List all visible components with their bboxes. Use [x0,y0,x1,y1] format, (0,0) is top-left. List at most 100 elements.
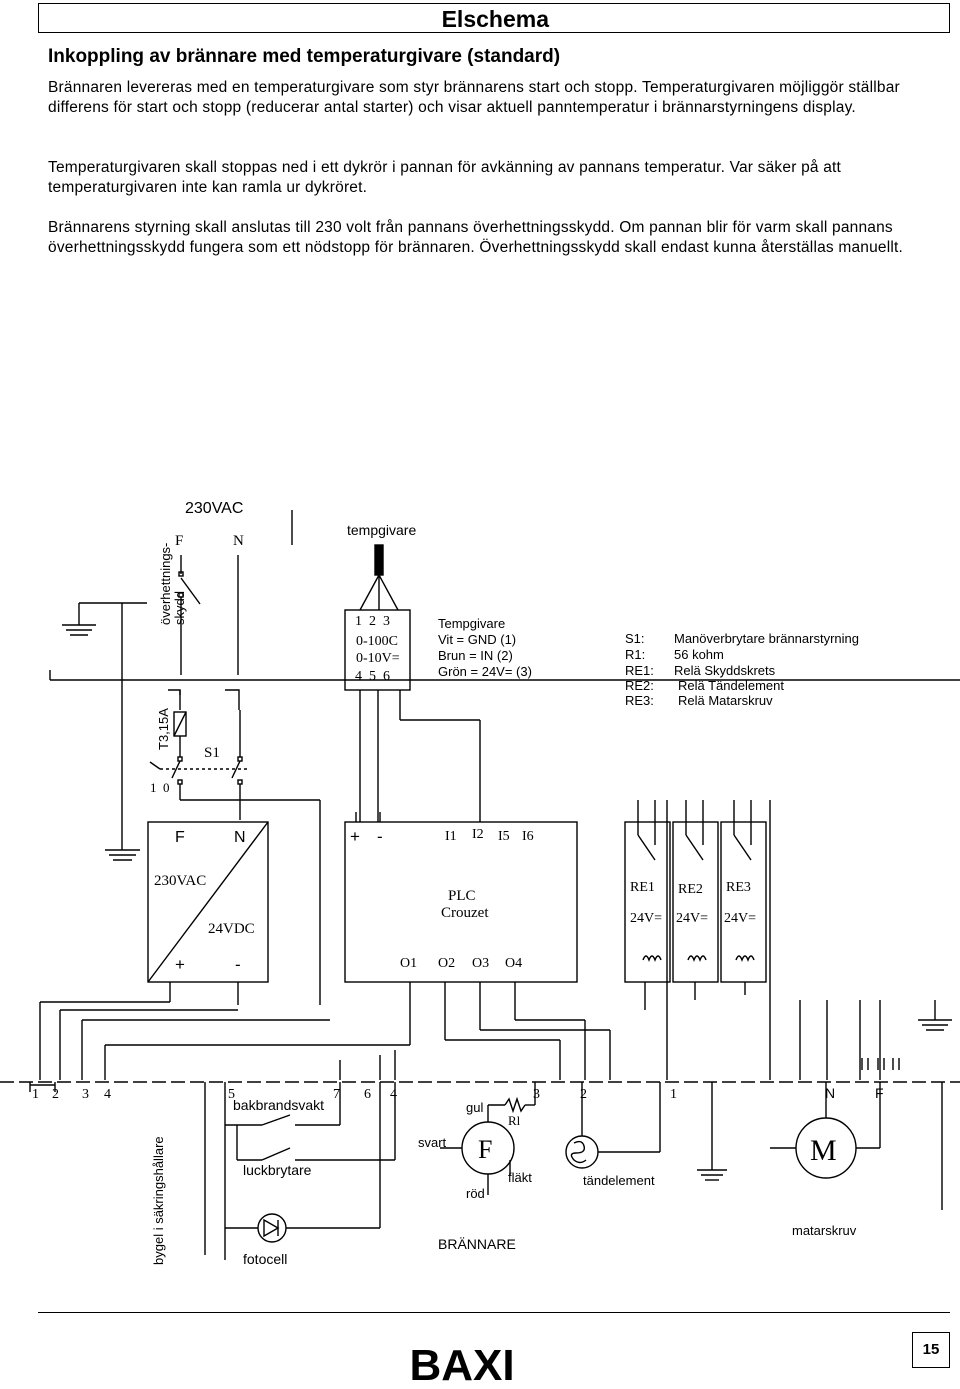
relay-re1-voltage: 24V= [630,911,662,926]
connector-symbols [861,1058,900,1070]
fuse [173,711,187,737]
relay-re2-label: RE2 [678,882,703,897]
psu-n-label: N [234,829,246,846]
svg-text:6: 6 [364,1087,371,1102]
jumper-bridge [29,1082,56,1092]
svg-text:RE3:: RE3: [625,693,654,708]
svg-text:4: 4 [104,1087,111,1102]
page-number: 15 [922,1341,940,1358]
sensor-terminals-top: 1 2 3 [355,614,390,629]
motor-label: matarskruv [792,1223,857,1238]
door-switch [236,1082,396,1161]
fan-label: fläkt [508,1170,532,1185]
plc-name: PLC [448,888,476,904]
svg-text:1: 1 [32,1087,39,1102]
plc-input-i1: I1 [445,829,457,844]
ground-symbol-burner [697,1082,727,1181]
relay-re3-label: RE3 [726,880,751,895]
power-supply-unit [147,821,269,983]
paragraph-2: Temperaturgivaren skall stoppas ned i et… [48,159,842,196]
plc-plus-label: + [350,827,360,846]
svg-text:Vit = GND (1): Vit = GND (1) [438,632,516,647]
fan-symbol: F [478,1135,492,1164]
plc-output-o4: O4 [505,956,522,971]
svg-text:R1:: R1: [625,647,645,662]
relay-re1-label: RE1 [630,880,655,895]
page-title: Elschema [441,6,549,32]
supply-label: 230VAC [185,500,243,517]
terminal-numbers: 1 2 3 4 5 7 6 4 3 2 1 N F [32,1085,884,1102]
plc-input-i5: I5 [498,829,510,844]
overheat-label-line1: överhettnings- [158,543,173,625]
paragraph-3: Brännarens styrning skall anslutas till … [48,219,904,256]
svg-text:RE2:: RE2: [625,678,654,693]
ground-symbol-top-left [62,602,147,636]
svg-text:F: F [875,1085,884,1101]
control-wiring [39,800,881,1080]
svg-text:Relä Tändelement: Relä Tändelement [678,678,784,693]
switch-pos-1: 1 [150,780,157,795]
sensor-terminals-bottom: 4 5 6 [355,669,390,684]
burnback-label: bakbrandsvakt [233,1097,324,1113]
svg-text:1: 1 [670,1087,677,1102]
burner-label: BRÄNNARE [438,1236,516,1252]
supply-terminals [168,689,240,710]
plc-brand: Crouzet [441,905,489,921]
svg-text:Relä Matarskruv: Relä Matarskruv [678,693,773,708]
section-title: Inkoppling av brännare med temperaturgiv… [48,46,561,67]
door-switch-label: luckbrytare [243,1162,312,1178]
svg-text:Tempgivare: Tempgivare [438,616,505,631]
svg-text:56 kohm: 56 kohm [674,647,724,662]
sensor-range-2: 0-10V= [356,651,400,666]
svg-text:3: 3 [533,1087,540,1102]
motor-symbol: M [810,1134,837,1167]
ground-symbol-left [105,603,140,861]
burnback-switch [224,1082,341,1260]
ground-symbol-right [918,1000,952,1031]
plc-input-i2: I2 [472,827,484,842]
supply-enclosure [49,510,960,681]
feed-motor [770,1082,881,1179]
svg-text:4: 4 [390,1087,397,1102]
fan-black-label: svart [418,1135,447,1150]
plc-output-o2: O2 [438,956,455,971]
jumper-label: bygel i säkringshållare [151,1136,166,1265]
svg-text:3: 3 [82,1087,89,1102]
psu-output-label: 24VDC [208,921,255,937]
main-switch-s1 [149,756,250,800]
switch-label: S1 [204,745,220,761]
supply-n-label: N [233,533,244,549]
psu-f-label: F [175,829,185,846]
plc-minus-label: - [377,827,383,846]
fan-yellow-label: gul [466,1100,483,1115]
igniter-label: tändelement [583,1173,655,1188]
svg-text:S1:: S1: [625,631,645,646]
fan-motor [440,1082,536,1195]
page-number-box: 15 [912,1332,950,1368]
psu-minus-label: - [235,955,241,974]
svg-text:2: 2 [580,1087,587,1102]
sensor-label: tempgivare [347,522,416,538]
svg-text:5: 5 [228,1087,235,1102]
relay-re3 [720,800,767,983]
igniter [565,1082,661,1169]
svg-text:N: N [825,1085,835,1101]
svg-text:7: 7 [333,1087,340,1102]
component-legend: S1: Manöverbrytare brännarstyrning R1: 5… [625,631,859,708]
resistor-label: Rl [508,1113,521,1128]
overheat-switch [178,555,201,675]
sensor-probe [374,544,384,576]
header-bar: Elschema [38,3,950,33]
baxi-logo: BAXI [388,1340,536,1389]
svg-text:Brun = IN (2): Brun = IN (2) [438,648,513,663]
plc-output-o1: O1 [400,956,417,971]
svg-text:RE1:: RE1: [625,663,654,678]
svg-text:Grön = 24V= (3): Grön = 24V= (3) [438,664,532,679]
fuse-label: T3,15A [156,708,171,750]
photocell-label: fotocell [243,1251,287,1267]
plc-output-o3: O3 [472,956,489,971]
svg-text:Relä Skyddskrets: Relä Skyddskrets [674,663,776,678]
psu-input-label: 230VAC [154,873,206,889]
supply-f-label: F [175,533,183,549]
